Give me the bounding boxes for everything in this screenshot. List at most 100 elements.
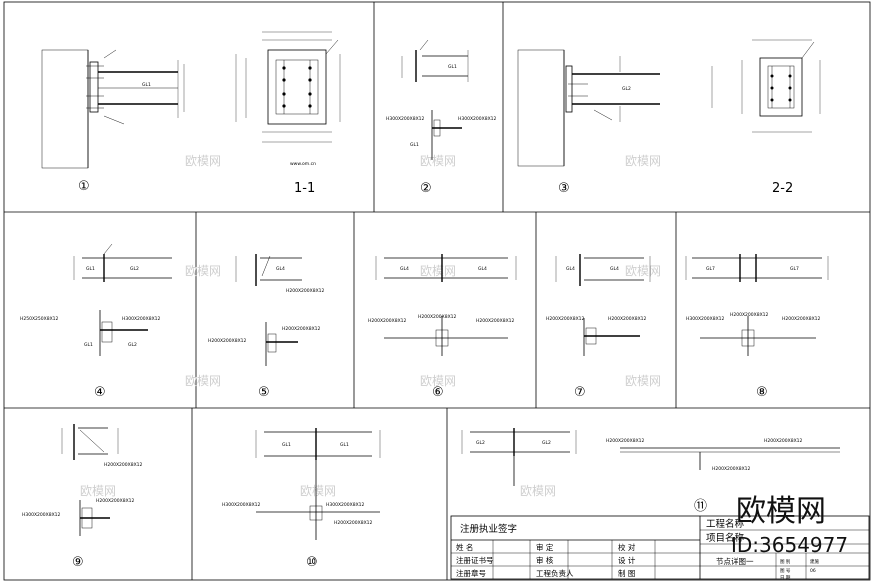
tb-cell: 审 定 [536, 542, 554, 552]
detail-7: GL4 GL4 H200X200X8X12 H200X200X8X12 ⑦ [546, 254, 651, 400]
member-spec: H200X200X8X12 [606, 438, 645, 444]
tb-cell: 注册章号 [456, 568, 486, 578]
watermark-tile: 欧模网 [420, 374, 456, 388]
member-label: GL2 [128, 342, 137, 348]
detail-label: ② [420, 181, 432, 196]
tb-cell: 校 对 [618, 542, 636, 552]
detail-label: ⑪ [694, 499, 707, 514]
member-spec: H200X200X8X12 [418, 314, 457, 320]
member-label: GL1 [282, 442, 291, 448]
member-spec: H200X200X8X12 [282, 326, 321, 332]
member-spec: H250X250X8X12 [20, 316, 59, 322]
brand-logo: 欧模网 [736, 494, 826, 529]
member-label: GL1 [448, 64, 457, 70]
member-spec: H300X200X8X12 [386, 116, 425, 122]
member-label: GL2 [130, 266, 139, 272]
member-spec: H200X200X8X12 [104, 462, 143, 468]
detail-3: GL2 ③ [517, 49, 660, 196]
detail-9: H200X200X8X12 H300X200X8X12 H200X200X8X1… [22, 424, 143, 570]
detail-8: GL7 GL7 H300X200X8X12 H200X200X8X12 H200… [685, 254, 829, 400]
tb-cell: 工程负责人 [536, 568, 574, 578]
title-block: 注册执业签字 工程名称 项目名称 节点详图一 姓 名 审 定 校 对 注册证书号… [450, 515, 870, 581]
tb-cell: 注册证书号 [456, 555, 494, 565]
tb-cell: 图 号 [780, 568, 791, 574]
member-spec: H200X200X8X12 [764, 438, 803, 444]
tb-cell: 06 [810, 568, 816, 574]
member-label: GL2 [622, 86, 631, 92]
member-label: GL4 [400, 266, 409, 272]
member-spec: H200X200X8X12 [712, 466, 751, 472]
brand-id: ID:3654977 [731, 533, 848, 557]
member-label: GL4 [478, 266, 487, 272]
member-spec: H300X200X8X12 [458, 116, 497, 122]
member-spec: H300X200X8X12 [326, 502, 365, 508]
tb-cell: 姓 名 [456, 542, 473, 552]
member-label: GL1 [142, 82, 151, 88]
detail-label: ⑥ [432, 385, 444, 400]
member-label: GL1 [410, 142, 419, 148]
tb-cell: 日 期 [780, 575, 791, 581]
member-spec: H200X200X8X12 [608, 316, 647, 322]
watermark-tile: 欧模网 [420, 154, 456, 168]
watermark-tile: 欧模网 [625, 264, 661, 278]
detail-2: GL1 H300X200X8X12 H300X200X8X12 GL1 ② [386, 39, 497, 196]
member-label: GL1 [86, 266, 95, 272]
brand-watermark: 欧模网 ID:3654977 [731, 494, 848, 557]
watermark-tile: 欧模网 [185, 264, 221, 278]
member-spec: H200X200X8X12 [782, 316, 821, 322]
member-label: GL2 [542, 440, 551, 446]
tb-cell: 建施 [810, 558, 819, 565]
watermark-tile: 欧模网 [625, 154, 661, 168]
member-spec: H200X200X8X12 [368, 318, 407, 324]
watermark-tile: 欧模网 [185, 374, 221, 388]
detail-label: ① [78, 179, 90, 194]
member-label: GL1 [340, 442, 349, 448]
detail-5: GL4 H200X200X8X12 H200X200X8X12 H200X200… [208, 254, 325, 400]
tb-cell: 设 计 [618, 555, 636, 565]
project-name: 工程名称 [706, 518, 745, 530]
member-spec: H300X200X8X12 [222, 502, 261, 508]
section-2-2: 2-2 [711, 39, 821, 196]
detail-label: ⑨ [72, 555, 84, 570]
member-spec: H300X200X8X12 [686, 316, 725, 322]
panel-grid [3, 1, 871, 581]
detail-label: ③ [558, 181, 570, 196]
member-label: GL4 [610, 266, 619, 272]
member-spec: H200X200X8X12 [96, 498, 135, 504]
member-label: GL4 [566, 266, 575, 272]
watermark-tile: 欧模网 [420, 264, 456, 278]
member-label: GL4 [276, 266, 285, 272]
tb-cell: 制 图 [618, 568, 635, 578]
drawing-name: 节点详图一 [716, 556, 754, 566]
watermark-site: www.om.cn [290, 162, 316, 167]
detail-4: GL1 GL2 H250X250X8X12 H300X200X8X12 GL1 … [20, 243, 172, 400]
watermark-tile: 欧模网 [520, 484, 556, 498]
stamp-title: 注册执业签字 [460, 523, 517, 535]
member-spec: H200X200X8X12 [476, 318, 515, 324]
member-spec: H300X200X8X12 [122, 316, 161, 322]
watermark-tile: 欧模网 [185, 154, 221, 168]
member-spec: H200X200X8X12 [208, 338, 247, 344]
item-name: 项目名称 [706, 532, 745, 544]
detail-1: GL1 ① [41, 49, 185, 194]
watermark-tile: 欧模网 [300, 484, 336, 498]
section-1-1: 1-1 [235, 31, 341, 196]
member-label: GL2 [476, 440, 485, 446]
tb-cell: 图 别 [780, 558, 791, 565]
watermark-tile: 欧模网 [625, 374, 661, 388]
detail-label: ⑧ [756, 385, 768, 400]
member-spec: H200X200X8X12 [286, 288, 325, 294]
detail-label: ④ [94, 385, 106, 400]
member-label: GL7 [790, 266, 799, 272]
member-spec: H200X200X8X12 [334, 520, 373, 526]
detail-label: ⑤ [258, 385, 270, 400]
watermark-tiles: 欧模网 www.om.cn 欧模网 欧模网 欧模网 欧模网 欧模网 欧模网 欧模… [80, 154, 661, 498]
detail-label: 1-1 [294, 181, 315, 196]
member-label: GL7 [706, 266, 715, 272]
detail-label: 2-2 [772, 181, 793, 196]
member-spec: H200X200X8X12 [546, 316, 585, 322]
detail-6: GL4 GL4 H200X200X8X12 H200X200X8X12 H200… [368, 254, 517, 400]
member-label: GL1 [84, 342, 93, 348]
member-spec: H200X200X8X12 [730, 312, 769, 318]
